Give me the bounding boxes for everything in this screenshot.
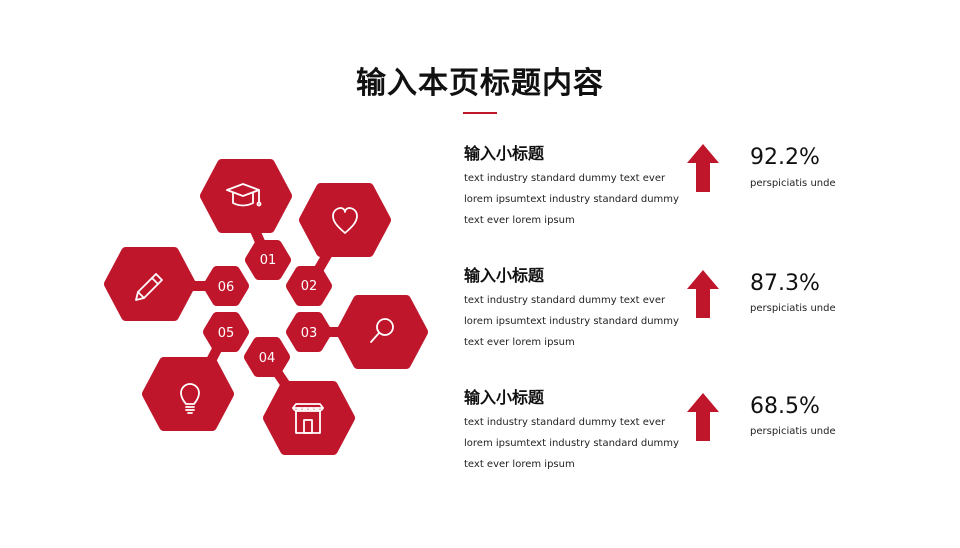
search-icon	[370, 318, 394, 343]
arrow-up-icon	[687, 144, 719, 192]
hex-number-02: 02	[301, 279, 318, 294]
small-hex-01	[245, 240, 291, 280]
small-hex-03	[286, 312, 332, 352]
small-hex-06	[203, 266, 249, 306]
hex-number-03: 03	[301, 326, 318, 341]
pencil-icon	[135, 273, 163, 301]
content-item-3: 输入小标题 text industry standard dummy text …	[464, 387, 694, 475]
item-subtitle: 输入小标题	[464, 144, 545, 163]
small-hex-05	[203, 312, 249, 352]
graduation-cap-icon	[226, 183, 262, 207]
large-hex-02	[299, 183, 391, 257]
item-caption: perspiciatis unde	[750, 303, 836, 314]
hex-number-06: 06	[218, 280, 235, 295]
arrow-up-icon	[687, 393, 719, 441]
heart-icon	[332, 207, 358, 234]
small-hex-04	[244, 337, 290, 377]
item-caption: perspiciatis unde	[750, 426, 836, 437]
arrow-up-icon	[687, 270, 719, 318]
title-underline	[463, 112, 497, 114]
large-hex-05	[142, 357, 234, 431]
store-icon	[292, 403, 324, 434]
item-description: text industry standard dummy text ever l…	[464, 417, 679, 470]
item-subtitle: 输入小标题	[464, 388, 545, 407]
lightbulb-icon	[180, 383, 200, 414]
hex-number-05: 05	[218, 326, 235, 341]
small-hex-02	[286, 266, 332, 306]
content-item-2: 输入小标题 text industry standard dummy text …	[464, 265, 694, 353]
hex-number-04: 04	[259, 351, 276, 366]
content-item-1: 输入小标题 text industry standard dummy text …	[464, 143, 694, 231]
item-caption: perspiciatis unde	[750, 178, 836, 189]
large-hex-01	[200, 159, 292, 233]
item-value: 87.3%	[750, 271, 820, 296]
large-hex-03	[336, 295, 428, 369]
large-hex-06	[104, 247, 196, 321]
item-value: 68.5%	[750, 394, 820, 419]
item-value: 92.2%	[750, 145, 820, 170]
item-description: text industry standard dummy text ever l…	[464, 295, 679, 348]
large-hex-04	[263, 381, 355, 455]
item-subtitle: 输入小标题	[464, 266, 545, 285]
page-title: 输入本页标题内容	[356, 66, 604, 101]
hex-number-01: 01	[260, 253, 277, 268]
item-description: text industry standard dummy text ever l…	[464, 173, 679, 226]
